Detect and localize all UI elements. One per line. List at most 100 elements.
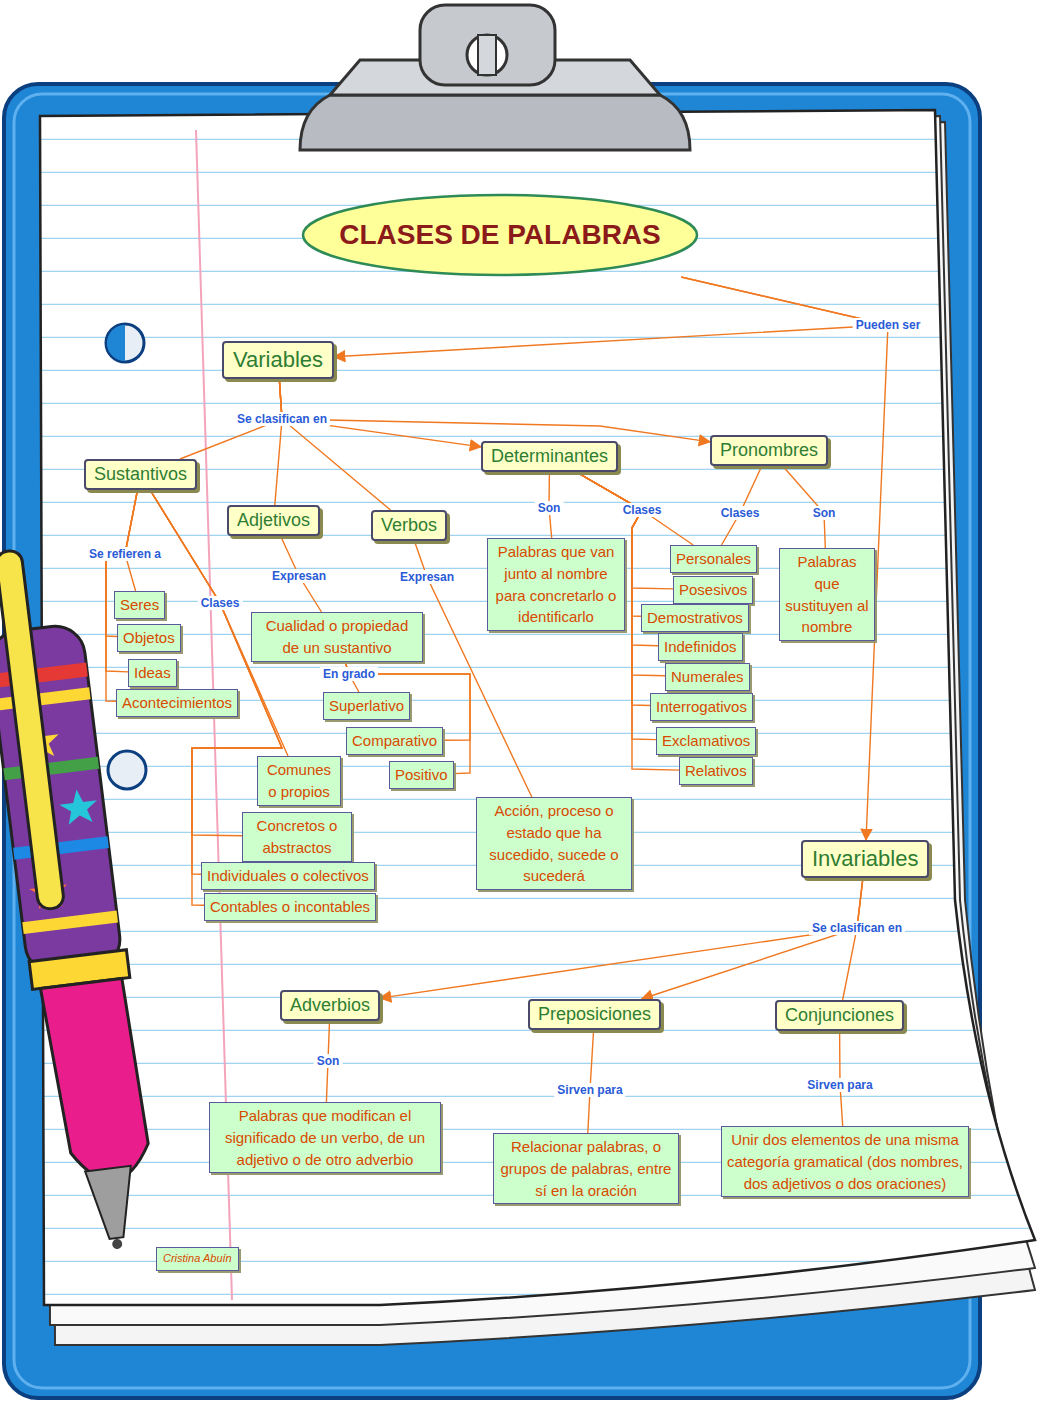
leaf-box: Relativos — [679, 757, 753, 785]
connector — [588, 1030, 594, 1133]
node-text: Relativos — [685, 760, 747, 782]
node-text: Verbos — [381, 515, 437, 536]
leaf-box: Acontecimientos — [116, 689, 238, 717]
connector — [380, 878, 863, 998]
category-box: Adverbios — [280, 990, 380, 1021]
node-text: Acontecimientos — [122, 692, 232, 714]
definition-box: Unir dos elementos de una misma categorí… — [721, 1126, 969, 1197]
edge-label: Clases — [620, 503, 665, 517]
leaf-box: Personales — [670, 545, 757, 573]
edge-label: Sirven para — [804, 1078, 875, 1092]
edge-label: Clases — [718, 506, 763, 520]
category-box: Preposiciones — [528, 999, 661, 1030]
leaf-box: Posesivos — [673, 576, 753, 604]
node-text: Variables — [233, 347, 323, 373]
node-text: Concretos o abstractos — [248, 815, 346, 859]
node-text: Adjetivos — [237, 510, 310, 531]
category-box: Pronombres — [710, 435, 828, 466]
node-text: Cualidad o propiedad de un sustantivo — [257, 615, 417, 659]
edge-label: Pueden ser — [853, 318, 924, 332]
node-text: Relacionar palabras, o grupos de palabra… — [499, 1136, 673, 1201]
category-box: Conjunciones — [775, 1000, 904, 1031]
node-text: Unir dos elementos de una misma categorí… — [727, 1129, 963, 1194]
leaf-box: Comunes o propios — [257, 756, 341, 806]
definition-box: Acción, proceso o estado que ha sucedido… — [476, 797, 632, 890]
edge-label: Sirven para — [554, 1083, 625, 1097]
category-box: Invariables — [801, 840, 929, 878]
category-box: Determinantes — [481, 441, 618, 472]
leaf-box: Numerales — [665, 663, 750, 691]
connector — [642, 878, 863, 999]
node-text: Pronombres — [720, 440, 818, 461]
node-text: Cristina Abuín — [163, 1251, 232, 1267]
node-text: Ideas — [134, 662, 171, 684]
node-text: Positivo — [395, 764, 448, 786]
leaf-box: Cualidad o propiedad de un sustantivo — [251, 612, 423, 662]
leaf-box: Contables o incontables — [204, 893, 376, 921]
node-text: Acción, proceso o estado que ha sucedido… — [482, 800, 626, 887]
leaf-box: Seres — [114, 591, 165, 619]
node-text: Comunes o propios — [263, 759, 335, 803]
node-text: Individuales o colectivos — [207, 865, 369, 887]
node-text: Exclamativos — [662, 730, 750, 752]
edge-label: Expresan — [397, 570, 457, 584]
node-text: Superlativo — [329, 695, 404, 717]
node-text: Interrogativos — [656, 696, 747, 718]
definition-box: Palabras que modifican el significado de… — [209, 1102, 441, 1173]
node-text: Demostrativos — [647, 607, 743, 629]
edge-label: Son — [535, 501, 564, 515]
node-text: Contables o incontables — [210, 896, 370, 918]
node-text: Adverbios — [290, 995, 370, 1016]
leaf-box: Exclamativos — [656, 727, 756, 755]
node-text: Indefinidos — [664, 636, 737, 658]
node-text: Sustantivos — [94, 464, 187, 485]
node-text: Preposiciones — [538, 1004, 651, 1025]
node-text: Palabras que van junto al nombre para co… — [493, 541, 619, 628]
connector — [843, 878, 863, 1000]
node-text: CLASES DE PALABRAS — [339, 219, 661, 251]
leaf-box: Comparativo — [346, 727, 443, 755]
connector — [279, 379, 710, 442]
connector — [334, 277, 888, 357]
edge-label: Se refieren a — [86, 547, 164, 561]
node-text: Palabras que sustituyen al nombre — [785, 551, 869, 638]
edge-label: En grado — [320, 667, 378, 681]
edge-label: Son — [810, 506, 839, 520]
node-text: Objetos — [123, 627, 175, 649]
leaf-box: Interrogativos — [650, 693, 753, 721]
leaf-box: Demostrativos — [641, 604, 749, 632]
credit-box: Cristina Abuín — [156, 1247, 239, 1271]
node-text: Determinantes — [491, 446, 608, 467]
node-text: Conjunciones — [785, 1005, 894, 1026]
category-box: Adjetivos — [227, 505, 320, 536]
category-box: Verbos — [371, 510, 447, 541]
node-text: Seres — [120, 594, 159, 616]
connector — [125, 490, 138, 591]
connector — [279, 379, 390, 510]
edge-label: Se clasifican en — [234, 412, 330, 426]
node-text: Posesivos — [679, 579, 747, 601]
category-box: Sustantivos — [84, 459, 197, 490]
title-ellipse: CLASES DE PALABRAS — [300, 193, 700, 277]
node-text: Numerales — [671, 666, 744, 688]
definition-box: Relacionar palabras, o grupos de palabra… — [493, 1133, 679, 1204]
leaf-box: Positivo — [389, 761, 454, 789]
leaf-box: Ideas — [128, 659, 177, 687]
leaf-box: Superlativo — [323, 692, 410, 720]
category-box: Variables — [222, 341, 334, 379]
definition-box: Palabras que sustituyen al nombre — [779, 548, 875, 641]
leaf-box: Objetos — [117, 624, 181, 652]
leaf-box: Indefinidos — [658, 633, 743, 661]
node-text: Invariables — [812, 846, 918, 872]
definition-box: Palabras que van junto al nombre para co… — [487, 538, 625, 631]
edge-label: Expresan — [269, 569, 329, 583]
node-text: Personales — [676, 548, 751, 570]
leaf-box: Concretos o abstractos — [242, 812, 352, 862]
leaf-box: Individuales o colectivos — [201, 862, 375, 890]
edge-label: Clases — [198, 596, 243, 610]
edge-label: Son — [314, 1054, 343, 1068]
node-text: Comparativo — [352, 730, 437, 752]
node-text: Palabras que modifican el significado de… — [215, 1105, 435, 1170]
edge-label: Se clasifican en — [809, 921, 905, 935]
